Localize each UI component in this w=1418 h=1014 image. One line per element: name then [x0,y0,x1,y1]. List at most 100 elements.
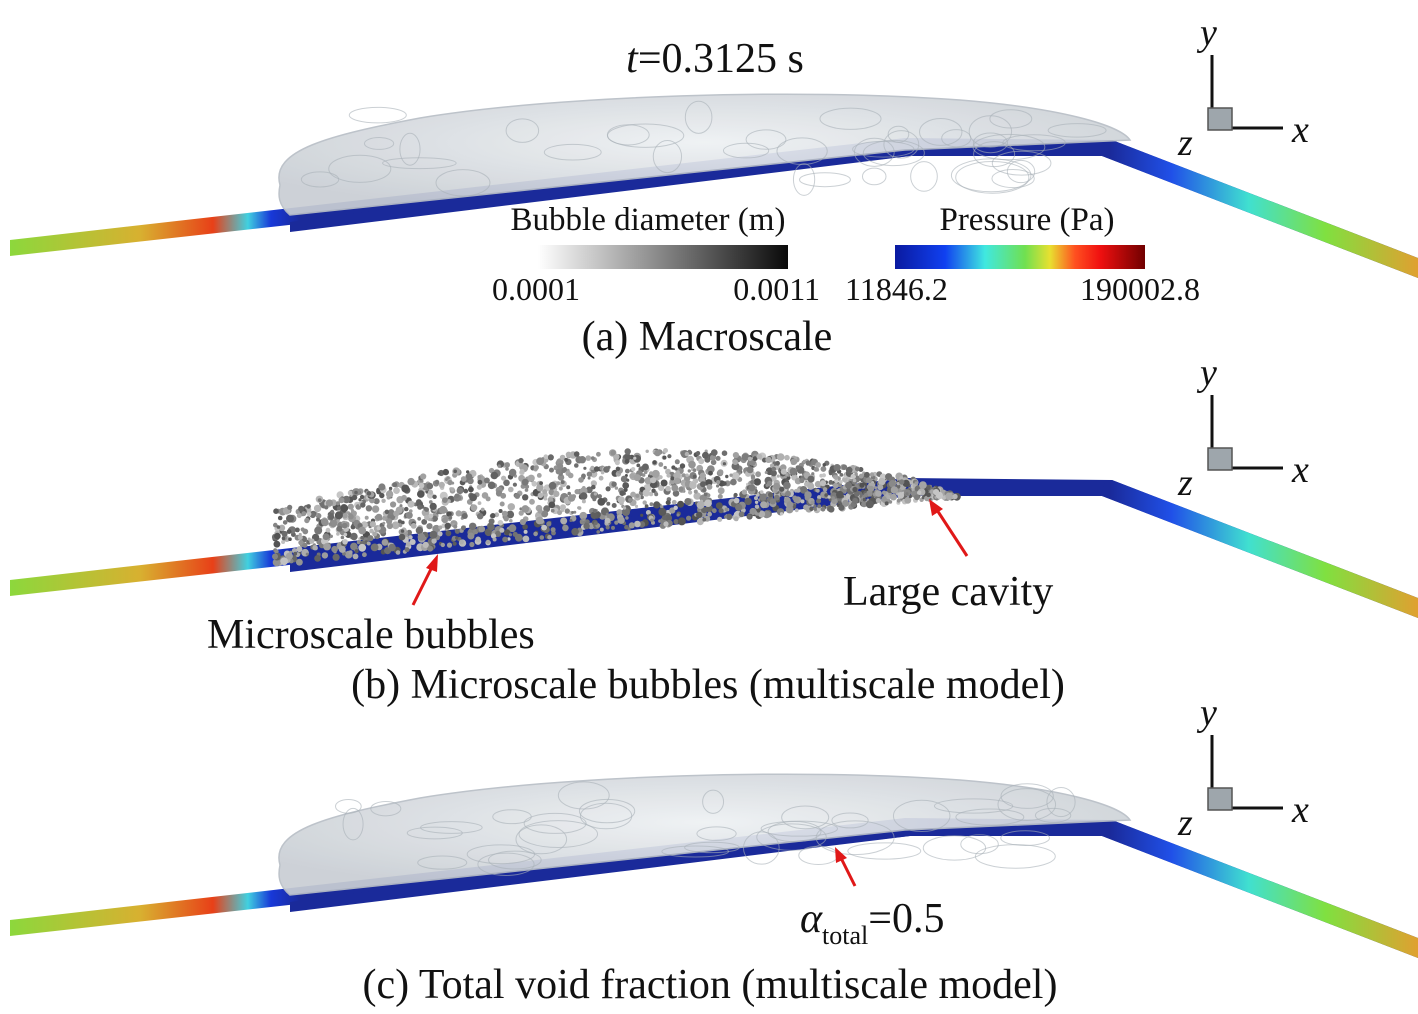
bubble-particle [399,504,403,508]
bubble-particle [470,504,478,511]
bubble-particle [617,516,625,524]
bubble-particle [701,507,708,514]
bubble-particle [546,521,552,527]
bubble-particle [442,468,449,476]
bubble-particle [514,493,521,499]
cavity-texture [798,845,839,865]
bubble-particle [699,472,707,479]
bubble-particle [523,529,528,534]
bubble-particle [804,491,812,499]
bubble-particle [321,519,329,527]
bubble-particle [750,479,755,485]
bubble-particle [640,513,644,517]
bubble-particle [567,494,576,502]
bubble-particle [500,492,507,499]
bubble-particle [581,473,586,479]
bubble-particle [820,466,827,472]
bubble-particle [307,537,311,541]
bubble-particle [323,543,331,551]
bubble-particle [619,490,625,496]
bubble-particle [350,532,358,541]
bubble-particle [505,467,509,471]
bubble-particle [557,463,564,470]
bubble-particle [620,475,628,483]
bubble-particle [446,476,450,480]
cavity-texture [991,169,1035,189]
bubble-particle [504,462,511,468]
bubble-particle [296,546,303,553]
bubble-particle [864,493,868,497]
bubble-particle [698,458,705,465]
bubble-particle [426,523,433,530]
bubble-particle [306,504,311,509]
caption-a: (a) Macroscale [582,314,833,360]
bubble-particle [693,492,701,500]
bubble-particle [431,538,437,544]
bubble-particle [366,491,372,496]
bubble-particle [886,495,891,500]
bubble-particle [780,468,787,475]
bubble-particle [388,486,393,491]
bubble-particle [501,510,508,517]
bubble-particle [715,455,721,461]
bubble-particle [663,465,667,470]
cavity-isosurface [278,93,1132,216]
cavity-texture [382,157,457,170]
bubble-particle [888,500,893,504]
bubble-particle [725,474,729,479]
z-axis-label: z [1177,802,1193,844]
bubble-particle [531,481,538,487]
bubble-particle [644,504,649,509]
bubble-particle [731,472,740,481]
bubble-particle [302,542,308,548]
bubble-particle [469,493,477,502]
bubble-particle [735,503,743,512]
bubble-particle [439,505,448,514]
bubble-particle [658,507,667,516]
bubble-particle [754,496,758,501]
cavity-texture [745,129,787,150]
bubble-particle [671,484,679,492]
microscale-bubbles-label: Microscale bubbles [207,612,535,658]
bubble-particle [628,497,633,502]
bubble-particle [874,486,878,490]
bubble-particle [688,460,696,469]
bubble-colorbar [538,245,788,269]
bubble-particle [417,490,425,498]
bubble-particle [764,471,768,474]
bubble-particle [669,478,676,485]
bubble-particle [741,453,750,461]
bubble-particle [438,525,443,530]
bubble-particle [367,535,374,542]
bubble-particle [635,493,640,498]
bubble-particle [624,459,630,464]
bubble-particle [386,522,394,530]
bubble-particle [717,487,725,495]
cavity-texture [342,807,364,841]
pressure-legend-title: Pressure (Pa) [939,202,1114,238]
bubble-particle [440,542,445,548]
bubble-particle [475,536,481,543]
bubble-particle [547,454,554,461]
bubble-particle [382,517,386,521]
bubble-particle [428,500,433,504]
bubble-particle [384,509,390,515]
bubble-particle [567,491,571,496]
cavity-texture [579,802,633,830]
bubble-particle [548,481,557,490]
bubble-particle [342,539,348,545]
large-cavity-label: Large cavity [843,569,1053,615]
bubble-particle [805,460,812,466]
cavity-texture [831,812,869,829]
bubble-particle [274,549,279,554]
bubble-particle [716,484,720,488]
bubble-particle [611,481,617,487]
bubble-particle [794,508,799,513]
bubble-particle [273,508,279,514]
bubble-particle [709,454,716,461]
bubble-particle [329,519,338,528]
bubble-particle [499,501,505,507]
bubble-particle [557,474,565,481]
bubble-particle [378,483,386,491]
cavity-texture [652,139,683,174]
